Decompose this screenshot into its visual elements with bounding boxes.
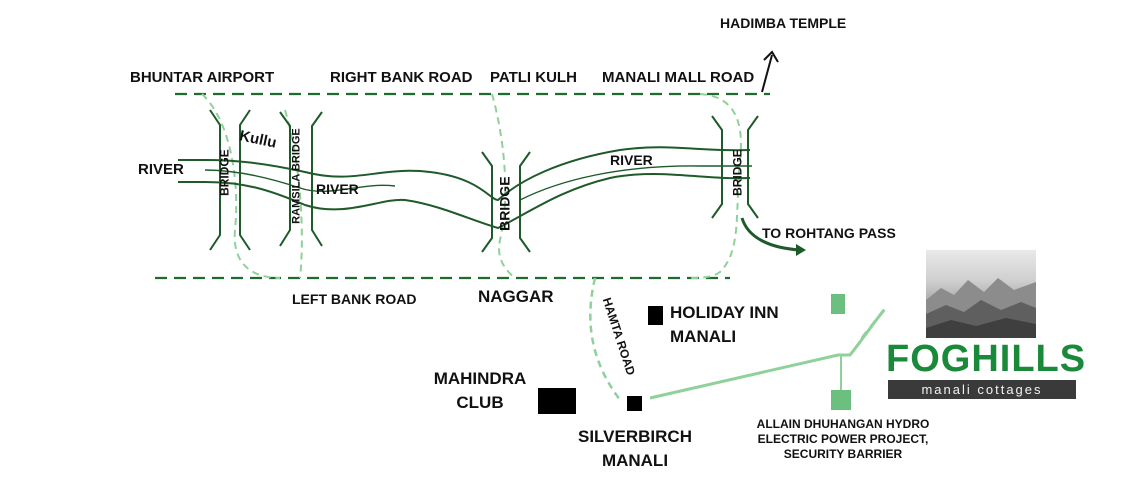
bridge-1-label: BRIDGE <box>217 149 232 196</box>
river-right-centre <box>519 165 752 201</box>
silverbirch-line2: MANALI <box>601 450 669 470</box>
bridge-naggar <box>481 151 531 253</box>
left-bank-road-label: LEFT BANK ROAD <box>292 291 417 307</box>
logo-mountain-photo <box>926 250 1036 338</box>
river-bank-lower <box>178 173 751 230</box>
mahindra-club-label: MAHINDRA CLUB <box>424 369 536 412</box>
manali-mall-road-label: MANALI MALL ROAD <box>602 69 755 86</box>
track-to-foghills-dashed <box>860 304 890 339</box>
ramsila-bridge-label: RAMSILA BRIDGE <box>290 128 303 224</box>
allain-line3: SECURITY BARRIER <box>783 447 903 462</box>
patli-kulh-label: PATLI KULH <box>490 69 577 86</box>
allain-line1: ALLAIN DHUHANGAN HYDRO <box>756 417 930 431</box>
bhuntar-airport-label: BHUNTAR AIRPORT <box>130 69 275 86</box>
hadimba-arrowhead <box>763 50 779 63</box>
silverbirch-marker <box>627 396 642 411</box>
holiday-inn-line2: MANALI <box>670 326 737 346</box>
rohtang-arrowhead <box>796 244 806 256</box>
river-right-label: RIVER <box>610 152 653 168</box>
river-mid-label: RIVER <box>316 181 359 197</box>
track-1 <box>201 93 281 279</box>
bridge-1 <box>209 109 251 251</box>
security-barrier-marker <box>831 390 851 410</box>
logo-subtitle: manali cottages <box>888 380 1076 399</box>
holiday-inn-marker <box>648 306 663 325</box>
hamta-road-line <box>589 277 622 401</box>
hadimba-temple-label: HADIMBA TEMPLE <box>720 15 847 31</box>
mahindra-club-marker <box>538 388 576 414</box>
holiday-inn-label: HOLIDAY INN MANALI <box>670 303 779 346</box>
to-rohtang-pass-label: TO ROHTANG PASS <box>762 225 896 241</box>
logo-title: FOGHILLS <box>886 338 1087 380</box>
hadimba-arrow <box>761 54 773 93</box>
naggar-label: NAGGAR <box>478 287 554 306</box>
river-left-label: RIVER <box>138 161 184 178</box>
silverbirch-line1: SILVERBIRCH <box>578 427 692 446</box>
holiday-inn-line1: HOLIDAY INN <box>670 303 779 322</box>
allain-line2: ELECTRIC POWER PROJECT, <box>757 432 929 447</box>
track-mall-road <box>689 93 742 279</box>
bridge-4 <box>711 115 759 219</box>
track-ramsila <box>284 109 303 279</box>
river-centre <box>204 169 396 193</box>
rohtang-arrow <box>740 217 801 252</box>
mahindra-line1: MAHINDRA <box>433 369 527 388</box>
security-barrier-label: ALLAIN DHUHANGAN HYDRO ELECTRIC POWER PR… <box>728 417 958 462</box>
bridge-ramsila <box>279 111 323 247</box>
mahindra-line2: CLUB <box>456 392 504 412</box>
bridge-naggar-label: BRIDGE <box>496 176 513 231</box>
bridge-4-label: BRIDGE <box>730 149 745 196</box>
right-bank-road-label: RIGHT BANK ROAD <box>330 69 473 86</box>
silverbirch-label: SILVERBIRCH MANALI <box>560 427 710 470</box>
foghills-green-marker <box>831 294 845 314</box>
river-bank-upper <box>178 146 751 202</box>
foghills-logo: FOGHILLS manali cottages <box>886 250 1087 400</box>
